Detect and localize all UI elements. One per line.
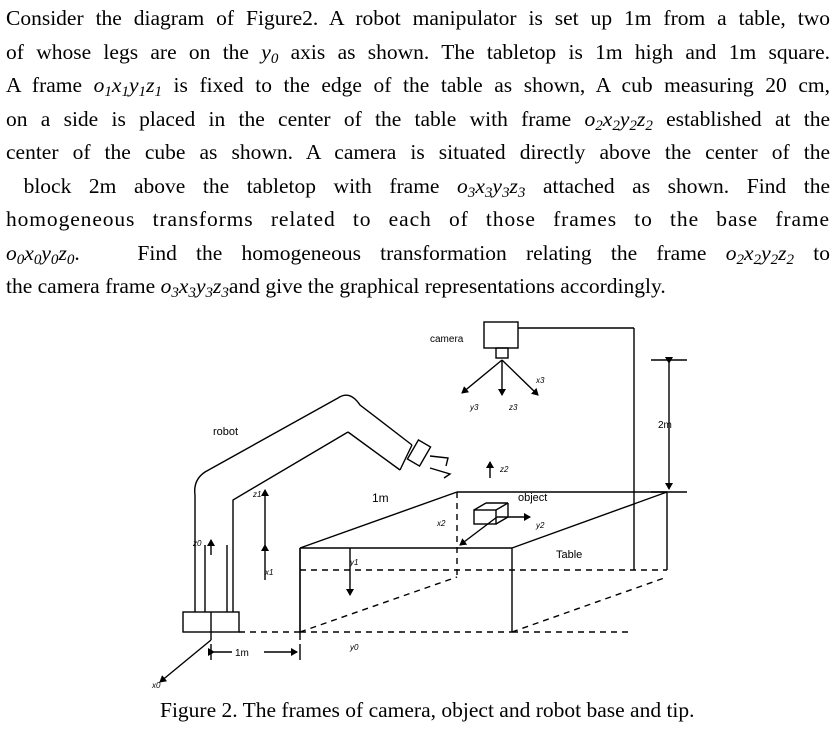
problem-statement: Consider the diagram of Figure2. A robot… bbox=[6, 2, 830, 304]
y0-symbol: y0 bbox=[261, 39, 279, 67]
x1-label: x1 bbox=[264, 568, 273, 577]
x0-label: x0 bbox=[151, 681, 161, 690]
axes bbox=[159, 359, 539, 683]
problem-line-7: homogeneous transforms related to each o… bbox=[6, 207, 830, 231]
dim-2m-label: 2m bbox=[658, 420, 672, 431]
problem-line-4: on a side is placed in the center of the… bbox=[6, 106, 831, 134]
frame-3-symbol: o3x3y3z3 bbox=[457, 173, 526, 201]
problem-line-6: block 2m above the tabletop with frame o… bbox=[23, 173, 831, 201]
robot-arm bbox=[194, 394, 452, 545]
problem-line-1: Consider the diagram of Figure2. A robot… bbox=[6, 6, 830, 30]
y2-label: y2 bbox=[535, 521, 545, 530]
robot-base bbox=[182, 545, 240, 640]
dim-2m bbox=[651, 357, 687, 493]
object-label: object bbox=[518, 492, 547, 504]
y0-axis-label: y0 bbox=[349, 643, 359, 652]
dim-1m-top-label: 1m bbox=[372, 491, 389, 505]
figure-caption: Figure 2. The frames of camera, object a… bbox=[160, 698, 695, 722]
robot-label: robot bbox=[213, 426, 238, 438]
figure-diagram: camera robot object Table 2m 1m 1m x0 y0… bbox=[151, 321, 687, 690]
frame-3-symbol-b: o3x3y3z3 bbox=[160, 274, 229, 302]
frame-0-symbol: o0x0y0z0 bbox=[6, 240, 75, 268]
x2-label: x2 bbox=[436, 519, 446, 528]
problem-line-3: A frame o1x1y1z1 is fixed to the edge of… bbox=[6, 73, 831, 101]
problem-line-9: the camera frame o3x3y3z3and give the gr… bbox=[6, 274, 666, 302]
z0-label: z0 bbox=[192, 539, 202, 548]
problem-line-8: o0x0y0z0. Find the homogeneous transform… bbox=[6, 240, 831, 268]
cube-object bbox=[473, 502, 509, 525]
frame-2-symbol: o2x2y2z2 bbox=[584, 106, 653, 134]
frame-2-symbol-b: o2x2y2z2 bbox=[725, 240, 795, 268]
table-label: Table bbox=[556, 549, 582, 561]
x3-label: x3 bbox=[535, 376, 545, 385]
frame-1-symbol: o1x1y1z1 bbox=[93, 73, 162, 101]
z3-label: z3 bbox=[508, 403, 518, 412]
table-top bbox=[299, 491, 668, 632]
dim-1m-bottom-label: 1m bbox=[235, 648, 249, 659]
camera-label: camera bbox=[430, 334, 464, 345]
z2-label: z2 bbox=[499, 465, 509, 474]
problem-line-2: of whose legs are on the y0 axis as show… bbox=[6, 39, 830, 67]
y1-label: y1 bbox=[349, 558, 358, 567]
dim-1m-bottom bbox=[208, 644, 301, 660]
camera-body bbox=[483, 321, 635, 570]
dashed-lines bbox=[239, 492, 668, 633]
z1-label: z1 bbox=[252, 490, 261, 499]
problem-line-5: center of the cube as shown. A camera is… bbox=[6, 140, 830, 164]
y3-label: y3 bbox=[469, 403, 479, 412]
